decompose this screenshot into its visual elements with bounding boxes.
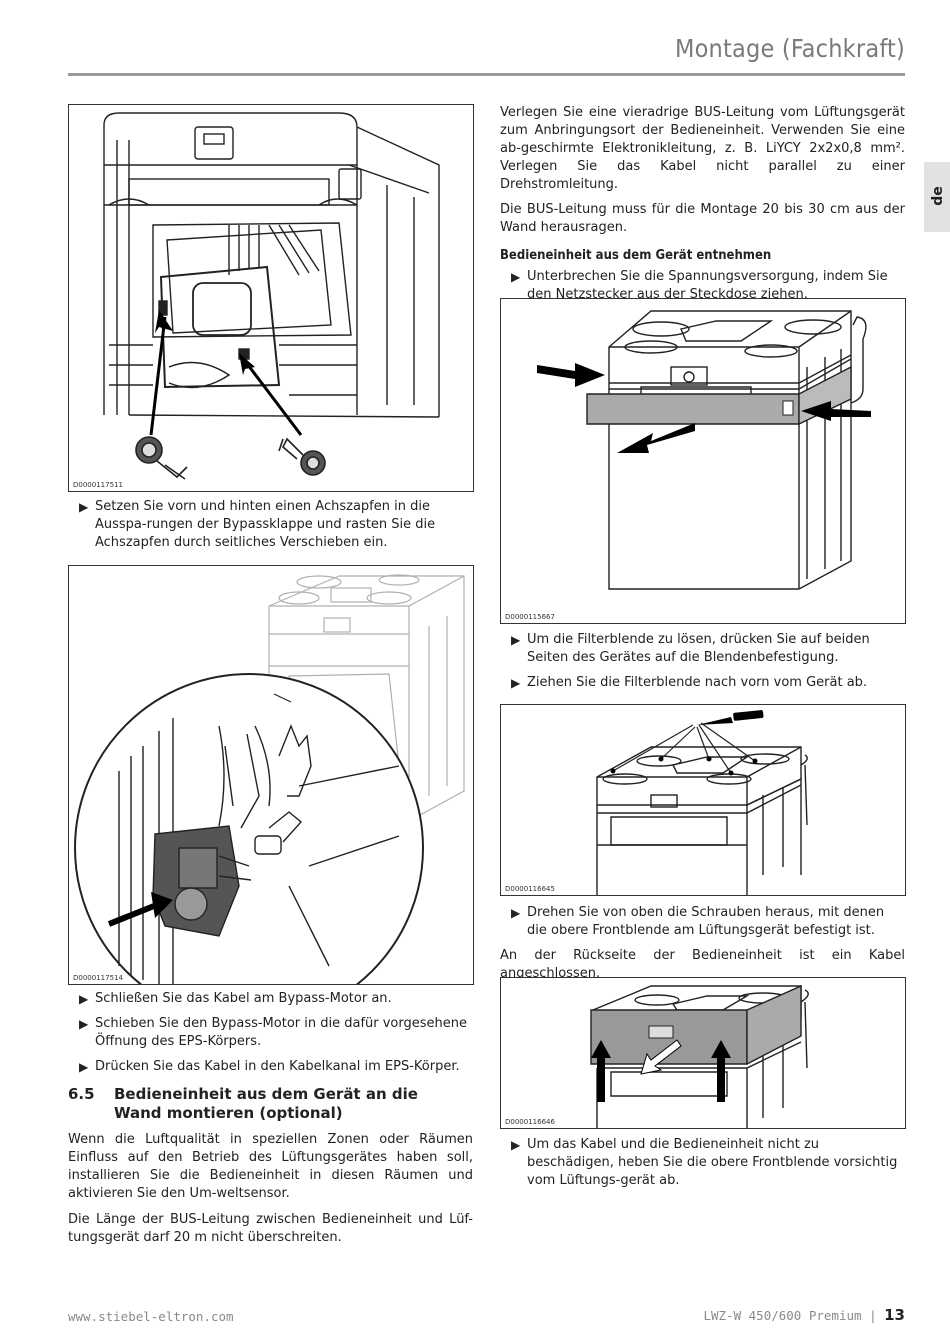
step-text: Um die Filterblende zu lösen, drücken Si… xyxy=(500,631,905,667)
figure-code: D0000115667 xyxy=(505,613,555,621)
page-number: 13 xyxy=(884,1306,905,1324)
figure-5-drawing xyxy=(590,984,809,1128)
step-text: Ziehen Sie die Filterblende nach vorn vo… xyxy=(500,674,905,692)
figure-code: D0000116645 xyxy=(505,885,555,893)
figure-front-cover-screws: D0000116645 xyxy=(500,704,906,896)
section-number: 6.5 xyxy=(68,1085,95,1103)
footer-separator: | xyxy=(869,1308,877,1323)
figure-2-drawing xyxy=(74,574,465,984)
footer-model: LWZ-W 450/600 Premium xyxy=(703,1308,862,1323)
paragraph: Die BUS-Leitung muss für die Montage 20 … xyxy=(500,202,905,235)
step-text: Drücken Sie das Kabel in den Kabelkanal … xyxy=(68,1058,473,1076)
section-heading: 6.5 Bedieneinheit aus dem Gerät an die Wa… xyxy=(68,1085,473,1123)
left-steps-2-4: Schließen Sie das Kabel am Bypass-Motor … xyxy=(68,990,473,1076)
right-steps-4: Drehen Sie von oben die Schrauben heraus… xyxy=(500,904,905,983)
right-intro: Verlegen Sie eine vieradrige BUS-Leitung… xyxy=(500,104,905,304)
step-text: Um das Kabel und die Bedieneinheit nicht… xyxy=(500,1136,905,1190)
figure-bypass-motor: D0000117514 xyxy=(68,565,474,985)
step-text: Schieben Sie den Bypass-Motor in die daf… xyxy=(68,1015,473,1051)
figure-3-drawing xyxy=(537,310,871,590)
figure-code: D0000117514 xyxy=(73,974,123,982)
language-tab: de xyxy=(924,162,950,232)
left-paragraphs: Wenn die Luftqualität in speziellen Zone… xyxy=(68,1131,473,1247)
footer-model-page: LWZ-W 450/600 Premium | 13 xyxy=(703,1306,905,1324)
figure-code: D0000116646 xyxy=(505,1118,555,1126)
paragraph: Verlegen Sie eine vieradrige BUS-Leitung… xyxy=(500,105,905,192)
step-text: Drehen Sie von oben die Schrauben heraus… xyxy=(500,904,905,940)
figure-4-drawing xyxy=(596,710,808,895)
figure-code: D0000117511 xyxy=(73,481,123,489)
figure-lift-front-cover: D0000116646 xyxy=(500,977,906,1129)
right-steps-2-3: Um die Filterblende zu lösen, drücken Si… xyxy=(500,631,905,692)
left-step-1: Setzen Sie vorn und hinten einen Achszap… xyxy=(68,498,473,552)
paragraph: Wenn die Luftqualität in speziellen Zone… xyxy=(68,1132,473,1201)
footer-url[interactable]: www.stiebel-eltron.com xyxy=(68,1309,234,1324)
step-text: Schließen Sie das Kabel am Bypass-Motor … xyxy=(68,990,473,1008)
header-rule xyxy=(68,73,905,76)
page-header-title: Montage (Fachkraft) xyxy=(674,34,905,63)
subheading: Bedieneinheit aus dem Gerät entnehmen xyxy=(500,248,772,263)
figure-filter-cover-release: D0000115667 xyxy=(500,298,906,624)
step-text: Setzen Sie vorn und hinten einen Achszap… xyxy=(68,498,473,552)
section-title: Bedieneinheit aus dem Gerät an die Wand … xyxy=(114,1085,418,1122)
right-step-5: Um das Kabel und die Bedieneinheit nicht… xyxy=(500,1136,905,1190)
figure-1-drawing xyxy=(103,112,440,480)
paragraph: Die Länge der BUS-Leitung zwischen Bedie… xyxy=(68,1212,473,1245)
figure-bypass-flap-axles: D0000117511 xyxy=(68,104,474,492)
language-label: de xyxy=(929,186,946,206)
